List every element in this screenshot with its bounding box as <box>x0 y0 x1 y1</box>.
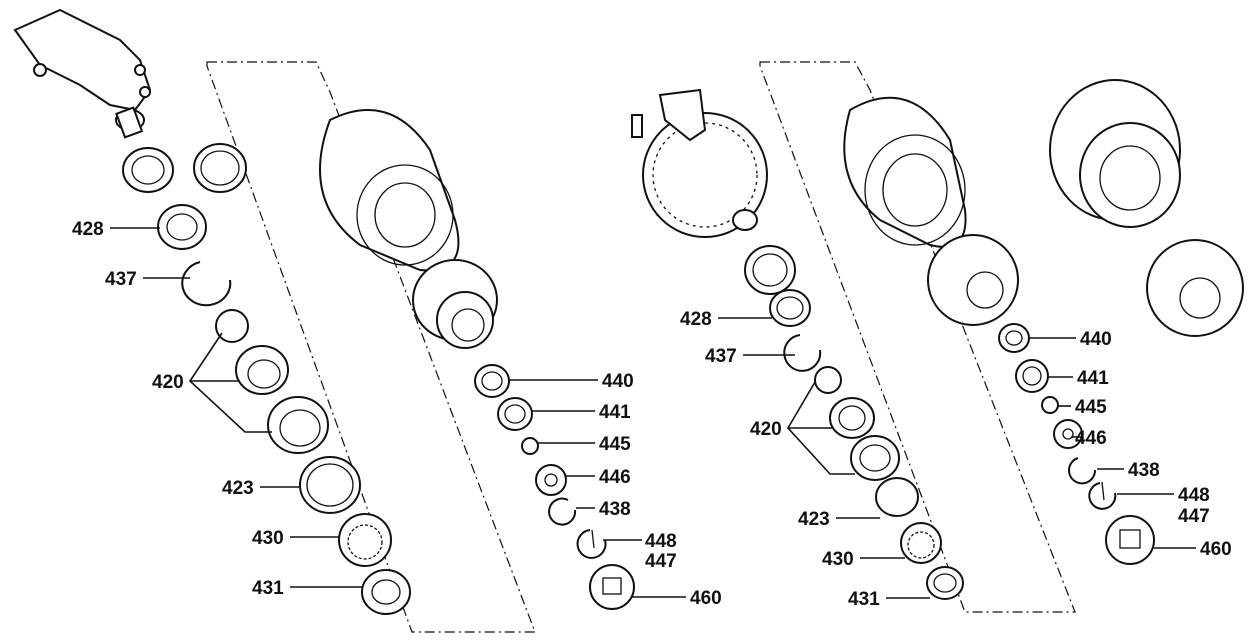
right-seal-parts <box>744 245 964 600</box>
left-callouts: 428 437 420 423 430 431 440 441 445 446 … <box>72 219 722 609</box>
label-428: 428 <box>680 309 712 330</box>
left-steering-knuckle <box>13 8 152 139</box>
label-440: 440 <box>602 371 634 392</box>
label-423: 423 <box>798 509 830 530</box>
label-438: 438 <box>1128 460 1160 481</box>
label-430: 430 <box>822 549 854 570</box>
label-420: 420 <box>750 419 782 440</box>
left-brake-drum <box>319 109 460 272</box>
label-441: 441 <box>599 402 631 423</box>
right-brake-drum <box>843 96 967 248</box>
right-brake-assembly <box>631 88 768 238</box>
label-441: 441 <box>1077 368 1109 389</box>
label-446: 446 <box>599 467 631 488</box>
label-446: 446 <box>1075 428 1107 449</box>
label-445: 445 <box>1075 397 1107 418</box>
left-seal-parts <box>122 143 411 615</box>
left-wheel-hub <box>412 259 498 349</box>
label-431: 431 <box>252 578 284 599</box>
label-460: 460 <box>690 588 722 609</box>
label-447: 447 <box>1178 506 1210 527</box>
label-420: 420 <box>152 372 184 393</box>
right-wheel-hubs <box>927 234 1244 337</box>
left-hub-group-outline <box>206 61 536 633</box>
label-428: 428 <box>72 219 104 240</box>
right-brake-disc <box>1049 79 1181 228</box>
label-437: 437 <box>105 269 137 290</box>
label-448: 448 <box>645 531 677 552</box>
label-438: 438 <box>599 499 631 520</box>
label-431: 431 <box>848 589 880 610</box>
left-hub-small-parts <box>474 364 635 610</box>
label-430: 430 <box>252 528 284 549</box>
label-423: 423 <box>222 478 254 499</box>
label-448: 448 <box>1178 485 1210 506</box>
label-460: 460 <box>1200 539 1232 560</box>
right-hub-small-parts <box>998 323 1155 565</box>
right-callouts: 428 437 420 423 430 431 440 441 445 446 … <box>680 309 1232 610</box>
right-hub-group-outline <box>759 61 1076 613</box>
label-440: 440 <box>1080 329 1112 350</box>
label-445: 445 <box>599 434 631 455</box>
label-437: 437 <box>705 346 737 367</box>
label-447: 447 <box>645 551 677 572</box>
